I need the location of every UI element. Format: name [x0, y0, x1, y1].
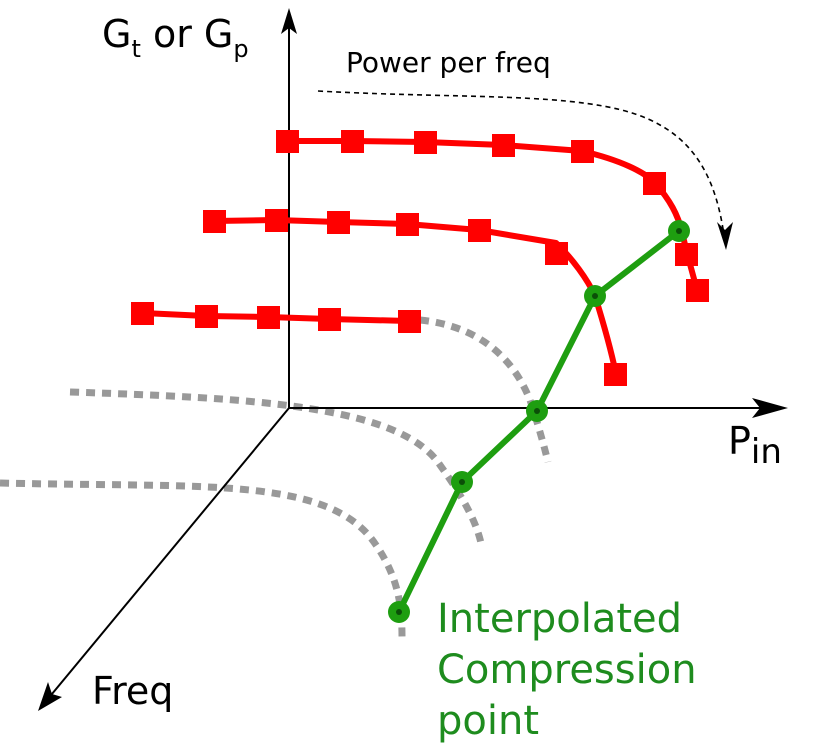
gain-marker	[318, 308, 341, 331]
gain-marker	[686, 279, 709, 302]
y-axis-arrowhead	[281, 8, 297, 34]
gain-marker	[414, 131, 437, 154]
compression-point-dot	[534, 408, 540, 414]
compression-curve	[388, 220, 690, 623]
compression-label-line1: Interpolated	[437, 596, 682, 642]
gain-marker	[604, 363, 627, 386]
gain-marker	[468, 219, 491, 242]
z-axis	[41, 407, 290, 707]
gain-marker	[276, 130, 299, 153]
gain-marker	[265, 209, 288, 232]
gain-marker	[341, 130, 364, 153]
gain-curves	[140, 138, 700, 377]
power-sweep-label: Power per freq	[346, 46, 551, 79]
compression-point-dot	[676, 228, 682, 234]
gain-marker	[396, 213, 419, 236]
gain-marker	[643, 172, 666, 195]
x-axis-arrowhead	[752, 398, 788, 418]
compression-point-dot	[396, 609, 402, 615]
compression-label: Interpolated Compression point	[437, 596, 697, 744]
gain-marker	[571, 140, 594, 163]
compression-point-dot	[592, 293, 598, 299]
gain-marker	[492, 134, 515, 157]
gain-marker	[327, 211, 350, 234]
gain-marker	[675, 243, 698, 266]
gain-marker	[398, 310, 421, 333]
x-axis-label: Pin	[728, 419, 782, 472]
compression-points	[388, 220, 690, 623]
compression-label-line2: Compression	[437, 647, 697, 693]
power-sweep-arrow	[317, 90, 733, 250]
power-sweep-arrowhead	[717, 222, 733, 250]
frequency-guide-curves	[0, 316, 552, 639]
guide-curve-mid	[69, 388, 486, 549]
compression-point-dot	[459, 479, 465, 485]
gain-marker	[545, 242, 568, 265]
gain-marker	[257, 306, 280, 329]
guide-curve-near	[0, 479, 406, 639]
z-axis-arrowhead	[38, 682, 62, 711]
y-axis-label: Gt or Gp	[102, 12, 249, 63]
guide-curve-far	[419, 316, 552, 463]
gain-marker	[131, 302, 154, 325]
gain-marker	[203, 210, 226, 233]
axis-arrowheads	[38, 8, 788, 711]
compression-label-line3: point	[437, 698, 539, 744]
gain-markers	[131, 130, 709, 386]
gain-marker	[195, 305, 218, 328]
z-axis-label: Freq	[92, 669, 173, 713]
